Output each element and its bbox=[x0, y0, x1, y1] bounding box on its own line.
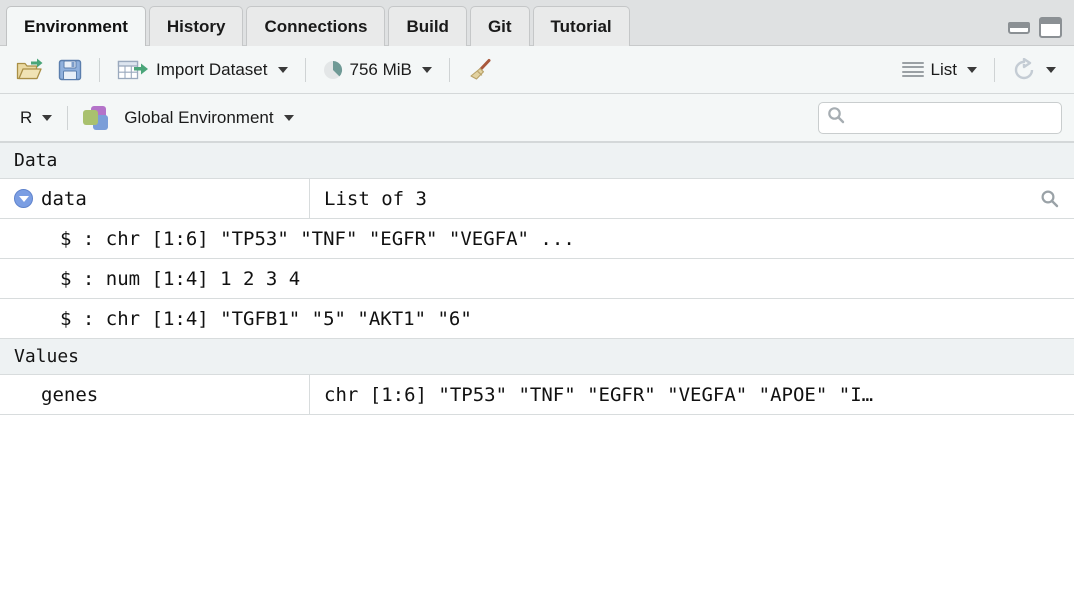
import-dataset-label: Import Dataset bbox=[156, 59, 268, 79]
section-header-values: Values bbox=[0, 339, 1074, 375]
refresh-button[interactable] bbox=[1006, 55, 1062, 85]
clear-objects-button[interactable] bbox=[461, 55, 499, 85]
import-dataset-caret-icon[interactable] bbox=[277, 66, 288, 73]
chevron-down-icon[interactable] bbox=[14, 189, 33, 208]
envbar-separator bbox=[67, 105, 69, 130]
section-header-data: Data bbox=[0, 143, 1074, 179]
table-row-genes[interactable]: genes chr [1:6] "TP53" "TNF" "EGFR" "VEG… bbox=[0, 375, 1074, 415]
refresh-caret-icon[interactable] bbox=[1046, 66, 1056, 73]
tab-tutorial[interactable]: Tutorial bbox=[532, 6, 630, 46]
environment-toolbar: Import Dataset 756 MiB bbox=[0, 46, 1074, 94]
language-caret-icon[interactable] bbox=[42, 114, 53, 121]
view-mode-button[interactable]: List bbox=[896, 57, 983, 83]
global-environment-label: Global Environment bbox=[124, 107, 274, 127]
toolbar-separator-4 bbox=[994, 57, 995, 82]
toolbar-separator-3 bbox=[448, 57, 450, 82]
tab-environment[interactable]: Environment bbox=[6, 6, 146, 46]
load-workspace-button[interactable] bbox=[10, 55, 50, 85]
tab-git[interactable]: Git bbox=[469, 6, 530, 46]
table-row-data[interactable]: data List of 3 bbox=[0, 179, 1074, 219]
language-selector[interactable]: R bbox=[14, 105, 58, 131]
global-environment-caret-icon[interactable] bbox=[283, 114, 294, 121]
tab-git-label: Git bbox=[487, 16, 512, 36]
memory-pie-icon bbox=[323, 60, 343, 80]
window-controls bbox=[1008, 17, 1074, 45]
language-label: R bbox=[20, 107, 33, 127]
toolbar-separator-2 bbox=[304, 57, 306, 82]
child-value-1: $ : chr [1:6] "TP53" "TNF" "EGFR" "VEGFA… bbox=[60, 227, 575, 250]
child-value-2: $ : num [1:4] 1 2 3 4 bbox=[60, 267, 301, 290]
list-lines-icon bbox=[901, 61, 924, 78]
tab-environment-label: Environment bbox=[24, 16, 128, 36]
tab-bar: Environment History Connections Build Gi… bbox=[0, 0, 1074, 46]
grid-empty-area bbox=[0, 415, 1074, 612]
object-name-genes: genes bbox=[41, 383, 99, 406]
view-data-icon[interactable] bbox=[1026, 189, 1074, 209]
table-row-child-2[interactable]: $ : num [1:4] 1 2 3 4 bbox=[0, 259, 1074, 299]
global-environment-icon bbox=[83, 105, 109, 130]
row-name-cell-data: data bbox=[0, 179, 310, 218]
toolbar-separator-1 bbox=[99, 57, 100, 82]
table-row-child-3[interactable]: $ : chr [1:4] "TGFB1" "5" "AKT1" "6" bbox=[0, 299, 1074, 339]
save-disk-icon bbox=[58, 58, 82, 82]
tab-build[interactable]: Build bbox=[388, 6, 467, 46]
object-value-data: List of 3 bbox=[324, 187, 427, 210]
environment-selector-bar: R Global Environment bbox=[0, 94, 1074, 142]
section-title-data: Data bbox=[14, 150, 58, 171]
tab-history[interactable]: History bbox=[148, 6, 244, 46]
table-row-child-1[interactable]: $ : chr [1:6] "TP53" "TNF" "EGFR" "VEGFA… bbox=[0, 219, 1074, 259]
search-input[interactable] bbox=[851, 109, 1053, 126]
search-box[interactable] bbox=[818, 101, 1062, 134]
tab-connections-label: Connections bbox=[264, 16, 368, 36]
import-table-icon bbox=[117, 58, 149, 82]
tab-history-label: History bbox=[166, 16, 226, 36]
import-dataset-button[interactable]: Import Dataset bbox=[111, 55, 294, 85]
open-folder-icon bbox=[16, 58, 44, 82]
memory-usage-button[interactable]: 756 MiB bbox=[317, 57, 438, 83]
tab-connections[interactable]: Connections bbox=[246, 6, 386, 46]
save-workspace-button[interactable] bbox=[52, 55, 88, 85]
view-mode-label: List bbox=[930, 59, 957, 79]
section-title-values: Values bbox=[14, 346, 80, 367]
broom-icon bbox=[467, 58, 493, 82]
environment-grid: Data data List of 3 $ : chr [1:6] "TP53"… bbox=[0, 142, 1074, 612]
child-value-3: $ : chr [1:4] "TGFB1" "5" "AKT1" "6" bbox=[60, 307, 472, 330]
global-environment-selector[interactable]: Global Environment bbox=[77, 103, 299, 133]
row-name-cell-genes: genes bbox=[0, 375, 310, 414]
refresh-icon bbox=[1012, 57, 1036, 82]
maximize-icon[interactable] bbox=[1039, 17, 1062, 38]
search-icon bbox=[827, 106, 845, 129]
object-value-genes: chr [1:6] "TP53" "TNF" "EGFR" "VEGFA" "A… bbox=[324, 383, 874, 406]
memory-usage-label: 756 MiB bbox=[349, 59, 412, 79]
tab-tutorial-label: Tutorial bbox=[550, 16, 612, 36]
memory-caret-icon[interactable] bbox=[421, 66, 432, 73]
object-name-data: data bbox=[41, 187, 87, 210]
minimize-icon[interactable] bbox=[1008, 21, 1030, 34]
view-mode-caret-icon[interactable] bbox=[967, 66, 977, 73]
tab-build-label: Build bbox=[406, 16, 449, 36]
